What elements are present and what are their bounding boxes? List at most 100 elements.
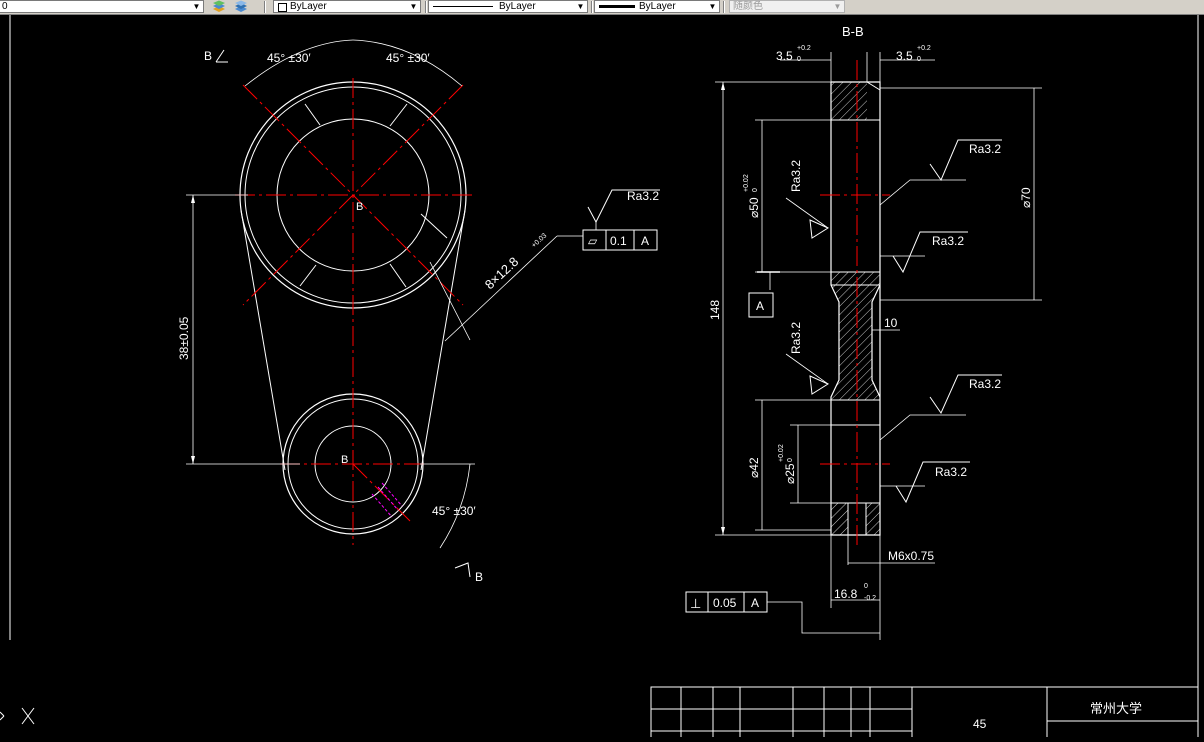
tangent-line-right <box>420 209 466 471</box>
tangent-line-left <box>240 209 286 471</box>
lineweight-preview <box>599 5 635 8</box>
section-arrow-bottom <box>454 562 471 578</box>
bottom-bore-lower: 0 <box>787 458 794 462</box>
angle-left-label: 45° ±30′ <box>267 51 311 65</box>
chevron-down-icon: ▼ <box>576 2 585 11</box>
flatness-frame <box>582 229 658 251</box>
leader-line <box>444 235 558 342</box>
outer-top-diameter: ⌀70 <box>1019 187 1033 208</box>
toolbar-separator <box>591 1 593 13</box>
bore-top-tolerance: +0.02 <box>743 174 750 192</box>
toolbar-separator <box>264 1 266 13</box>
color-dropdown-value: ByLayer <box>290 1 327 12</box>
drawing-viewport[interactable]: B B B B 45° ±30′ 45° ±30′ 45° ±30′ 8×12.… <box>0 15 1204 742</box>
title-block <box>650 686 1199 742</box>
cut-label-bottom: B <box>475 570 483 584</box>
angle-bottom-label: 45° ±30′ <box>432 504 476 518</box>
roughness-symbol <box>929 374 1002 415</box>
datum-box <box>748 292 774 318</box>
roughness-symbol <box>895 461 970 504</box>
center-label-bottom: B <box>341 454 348 466</box>
linetype-preview <box>433 6 493 7</box>
roughness-label: Ra3.2 <box>789 160 803 192</box>
bore-top-diameter: ⌀50 <box>747 197 761 218</box>
front-view <box>186 39 660 578</box>
dim-top-right: 3.5 <box>896 49 913 63</box>
bore-top-lower: 0 <box>752 188 759 192</box>
datum-label: A <box>756 299 764 313</box>
depth-dimension: 16.8 <box>834 587 858 601</box>
plotstyle-dropdown-value: 随颜色 <box>733 1 763 12</box>
perpendicularity-value: 0.05 <box>713 596 737 610</box>
lineweight-dropdown[interactable]: ByLayer ▼ <box>594 0 720 13</box>
slot-edge <box>304 103 321 126</box>
leader-line <box>429 261 471 341</box>
dim-top-left: 3.5 <box>776 49 793 63</box>
flatness-datum: A <box>641 234 649 248</box>
roughness-label: Ra3.2 <box>969 377 1001 391</box>
layer-states-icon[interactable] <box>211 0 227 13</box>
linetype-dropdown[interactable]: ByLayer ▼ <box>428 0 588 13</box>
color-swatch <box>278 3 287 12</box>
drawing-canvas: B B B B 45° ±30′ 45° ±30′ 45° ±30′ 8×12.… <box>0 15 1199 742</box>
cut-label-top: B <box>204 49 212 63</box>
slot-edge <box>389 263 407 288</box>
bottom-bore-tolerance: +0.02 <box>778 444 785 462</box>
properties-toolbar: 0 ▼ ByLayer ▼ ByLayer ▼ ByLayer ▼ 随颜色 ▼ <box>0 0 1204 15</box>
roughness-symbol <box>892 231 968 274</box>
dim-top-right-tol: +0.2 <box>917 45 931 52</box>
roughness-label: Ra3.2 <box>789 322 803 354</box>
toolbar-separator <box>723 1 725 13</box>
roughness-note: Ra3.2 <box>627 189 659 203</box>
toolbar-separator <box>425 1 427 13</box>
roughness-symbol <box>809 219 830 239</box>
roughness-label: Ra3.2 <box>932 234 964 248</box>
sheet-number: 45 <box>973 717 987 731</box>
section-view <box>685 52 1042 640</box>
bottom-bore-diameter: ⌀25 <box>783 463 797 484</box>
slot-edge <box>420 213 448 239</box>
dim-top-left-tol: +0.2 <box>797 45 811 52</box>
thread-callout: M6x0.75 <box>888 549 934 563</box>
angle-arc-left <box>244 39 354 87</box>
angle-arc-right <box>352 39 463 87</box>
diagonal-centerline <box>242 84 464 306</box>
bottom-outer-diameter: ⌀42 <box>747 457 761 478</box>
flatness-symbol: ⏥ <box>588 234 598 248</box>
section-title: B-B <box>842 24 864 39</box>
web-thickness-dimension: 10 <box>884 316 898 330</box>
angle-right-label: 45° ±30′ <box>386 51 430 65</box>
slot-edge <box>299 264 317 287</box>
flatness-value: 0.1 <box>610 234 627 248</box>
depth-tol-upper: 0 <box>864 583 868 590</box>
diagonal-centerline-small <box>352 463 411 522</box>
roughness-symbol <box>587 189 660 224</box>
ucs-axis-marker <box>0 711 5 721</box>
school-name: 常州大学 <box>1090 701 1142 716</box>
dim-top-right-lower: 0 <box>917 56 921 63</box>
angle-arc-bottom <box>439 463 471 549</box>
roughness-symbol <box>929 139 1002 182</box>
depth-tol-lower: -0.2 <box>864 595 876 602</box>
chevron-down-icon: ▼ <box>409 2 418 11</box>
overall-height-dimension: 148 <box>708 300 722 320</box>
plotstyle-dropdown: 随颜色 ▼ <box>729 0 845 13</box>
roughness-label: Ra3.2 <box>935 465 967 479</box>
color-dropdown[interactable]: ByLayer ▼ <box>273 0 421 13</box>
dim-top-left-lower: 0 <box>797 56 801 63</box>
layer-dropdown-value: 0 <box>2 1 8 12</box>
slot-edge <box>389 103 408 127</box>
ucs-icon <box>21 707 35 725</box>
center-label-top: B <box>356 201 363 213</box>
chevron-down-icon: ▼ <box>833 2 842 11</box>
selected-hole[interactable] <box>371 482 403 518</box>
perpendicularity-symbol: ⊥ <box>690 596 701 611</box>
layer-dropdown[interactable]: 0 ▼ <box>0 0 204 13</box>
chevron-down-icon: ▼ <box>708 2 717 11</box>
perpendicularity-datum: A <box>751 596 759 610</box>
layer-previous-icon[interactable] <box>233 0 249 13</box>
roughness-symbol <box>809 375 830 395</box>
slot-dimension: 8×12.8 <box>482 254 522 292</box>
section-arrow-top <box>215 49 228 63</box>
lineweight-dropdown-value: ByLayer <box>639 1 676 12</box>
